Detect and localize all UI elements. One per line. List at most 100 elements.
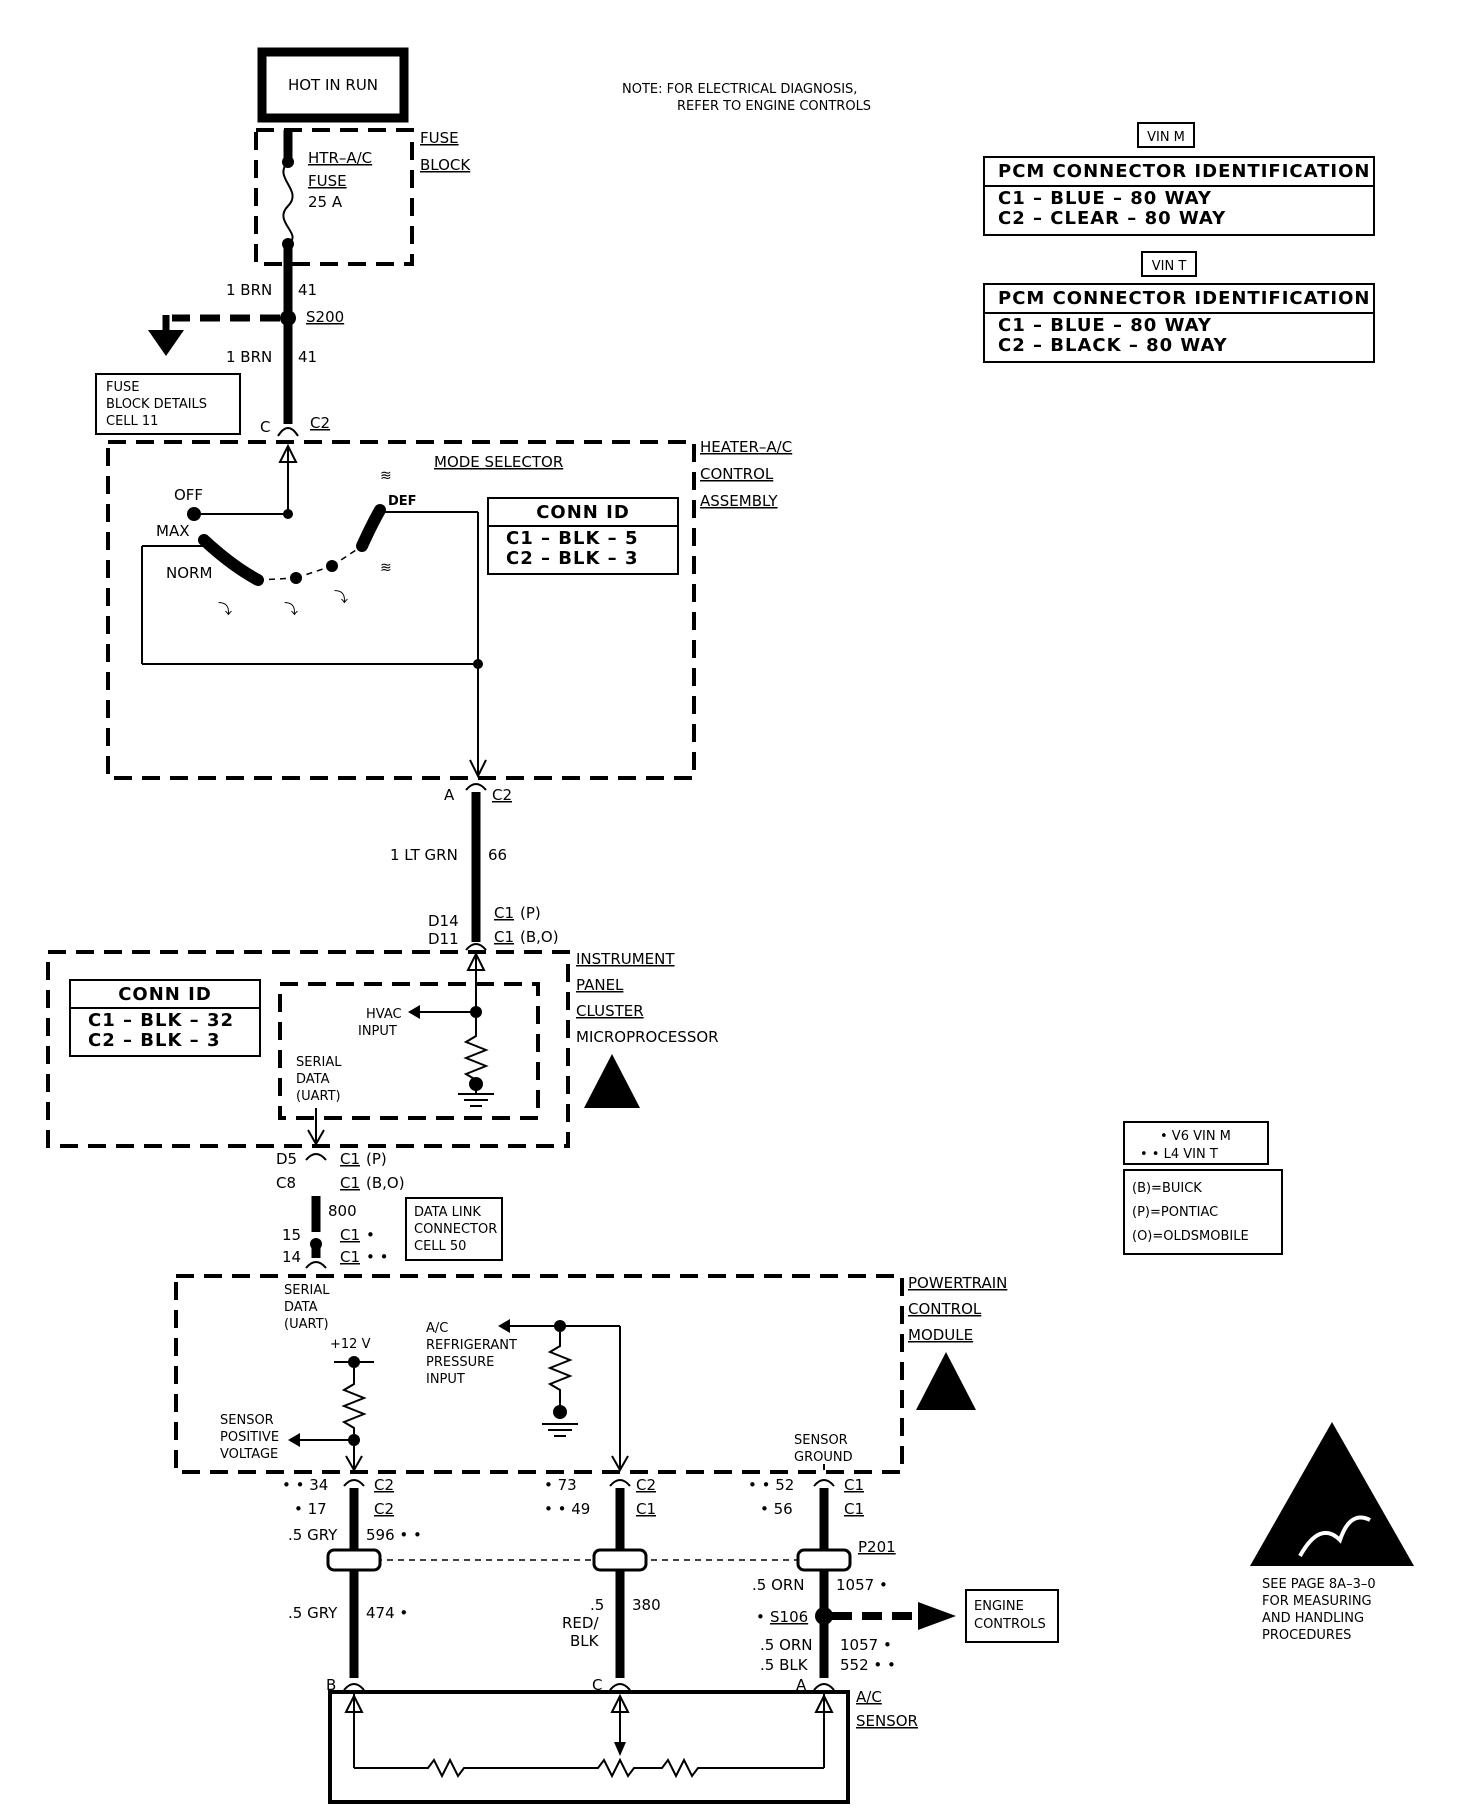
pin-label: • 73 (544, 1476, 577, 1494)
signal-label: DATA (296, 1072, 330, 1087)
connector-note: (B,O) (520, 928, 559, 946)
fuse-block-label: BLOCK (420, 156, 471, 174)
connector-note: (B,O) (366, 1174, 405, 1192)
fuse-block-label: FUSE (420, 129, 459, 147)
fuse-rating: 25 A (308, 193, 343, 211)
pcm-table-title: PCM CONNECTOR IDENTIFICATION (998, 288, 1371, 309)
connector-label: P201 (858, 1538, 896, 1556)
component-label: MODULE (908, 1326, 973, 1344)
pin-label: A (796, 1676, 807, 1694)
component-label: CLUSTER (576, 1002, 644, 1020)
pin-label: C8 (276, 1174, 296, 1192)
connector-note: • • (366, 1248, 388, 1266)
wire-circuit: 380 (632, 1596, 661, 1614)
connector-label: C1 (494, 928, 514, 946)
legend-item: (B)=BUICK (1132, 1181, 1202, 1196)
arrow-left-icon (498, 1319, 510, 1333)
inline-connector (592, 1548, 648, 1572)
conn-id-row: C2 – BLK – 3 (506, 548, 638, 569)
connector-label: C2 (374, 1500, 394, 1518)
pin-label: B (326, 1676, 336, 1694)
connector-label: C1 (340, 1226, 360, 1244)
inline-connector (796, 1548, 852, 1572)
esd-note-text: SEE PAGE 8A–3–0 (1262, 1577, 1376, 1592)
resistor-icon (354, 1757, 824, 1779)
note-line2: REFER TO ENGINE CONTROLS (677, 99, 871, 114)
ref-label: CELL 11 (106, 414, 158, 429)
pcm-conn-table-vin-t: VIN T PCM CONNECTOR IDENTIFICATION C1 – … (983, 251, 1375, 363)
signal-label: DATA (284, 1300, 318, 1315)
hot-in-run-label: HOT IN RUN (288, 76, 378, 94)
signal-label: INPUT (426, 1372, 465, 1387)
conn-id-row: C2 – BLK – 3 (88, 1030, 220, 1051)
signal-label: INPUT (358, 1024, 397, 1039)
signal-label: (UART) (284, 1317, 329, 1332)
pcm-table-row: C2 – CLEAR – 80 WAY (998, 208, 1226, 229)
powertrain-control-module: POWERTRAIN CONTROL MODULE SERIAL DATA (U… (174, 1274, 1007, 1474)
signal-label: HVAC (366, 1007, 402, 1022)
arrow-left-icon (288, 1433, 300, 1447)
legend-item: (O)=OLDSMOBILE (1132, 1229, 1249, 1244)
pcm-conn-table-vin-m: VIN M PCM CONNECTOR IDENTIFICATION C1 – … (983, 122, 1375, 236)
ref-label: ENGINE (974, 1599, 1024, 1614)
hvac-conn-id-box (487, 497, 679, 575)
fuse-icon (282, 161, 294, 245)
connector-note: • (756, 1608, 765, 1626)
splice-label: S106 (770, 1608, 808, 1626)
instrument-panel-cluster: INSTRUMENT PANEL CLUSTER MICROPROCESSOR … (46, 950, 719, 1148)
component-label: CONTROL (908, 1300, 982, 1318)
component-label: PANEL (576, 976, 624, 994)
pin-label: D14 (428, 912, 459, 930)
esd-note: SEE PAGE 8A–3–0 FOR MEASURING AND HANDLI… (1250, 1422, 1414, 1643)
wire-circuit: 552 • • (840, 1656, 896, 1674)
conn-id-row: C1 – BLK – 5 (506, 528, 638, 549)
esd-note-text: AND HANDLING (1262, 1611, 1364, 1626)
fuse-block: FUSE BLOCK HTR–A/C FUSE 25 A (254, 128, 471, 266)
connector-label: C1 (340, 1248, 360, 1266)
pin-label: • • 49 (544, 1500, 590, 1518)
arrow-right-icon (918, 1602, 956, 1630)
wire-gauge: .5 (590, 1596, 604, 1614)
pin-label: C (592, 1676, 602, 1694)
component-label: A/C (856, 1688, 882, 1706)
wire-gauge: .5 GRY (288, 1604, 338, 1622)
legend: • V6 VIN M • • L4 VIN T (B)=BUICK (P)=PO… (1123, 1121, 1283, 1255)
pin-label: 15 (282, 1226, 301, 1244)
splice-label: S200 (306, 308, 344, 326)
vent-icon: ⤵ (218, 602, 232, 618)
wiper-arrow-icon (614, 1742, 626, 1756)
arrow-left-icon (408, 1005, 420, 1019)
ipc-conn-id-box (69, 979, 261, 1057)
component-label: SENSOR (856, 1712, 918, 1730)
connector-label: C2 (310, 414, 330, 432)
pcm-table-row: C1 – BLUE – 80 WAY (998, 188, 1212, 209)
pin-label: A (444, 786, 455, 804)
signal-label: SENSOR (794, 1433, 848, 1448)
component-label: CONTROL (700, 465, 774, 483)
conn-id-title: CONN ID (118, 984, 212, 1005)
resistor-icon (463, 1018, 489, 1082)
pin-label: C (260, 418, 270, 436)
pcm-table-row: C1 – BLUE – 80 WAY (998, 315, 1212, 336)
signal-label: POSITIVE (220, 1430, 279, 1445)
esd-warning-icon (1250, 1422, 1414, 1566)
signal-label: GROUND (794, 1450, 853, 1465)
signal-label: A/C (426, 1321, 448, 1336)
wire-circuit: 1057 • (840, 1636, 892, 1654)
ac-sensor: A/C SENSOR (328, 1688, 918, 1804)
connector-label: C1 (340, 1174, 360, 1192)
signal-label: SERIAL (296, 1055, 342, 1070)
resistor-icon (341, 1368, 367, 1440)
legend-item: • V6 VIN M (1160, 1129, 1231, 1144)
fuse-name: HTR–A/C (308, 149, 372, 167)
wire-circuit: 41 (298, 281, 317, 299)
pcm-table-row: C2 – BLACK – 80 WAY (998, 335, 1228, 356)
connector-label: C1 (340, 1150, 360, 1168)
ref-label: FUSE (106, 380, 139, 395)
resistor-icon (547, 1332, 573, 1410)
mode-norm-label: NORM (166, 564, 212, 582)
signal-label: (UART) (296, 1089, 341, 1104)
splice-s200 (280, 310, 296, 326)
conn-id-row: C1 – BLK – 32 (88, 1010, 234, 1031)
ref-label: CONNECTOR (414, 1222, 497, 1237)
